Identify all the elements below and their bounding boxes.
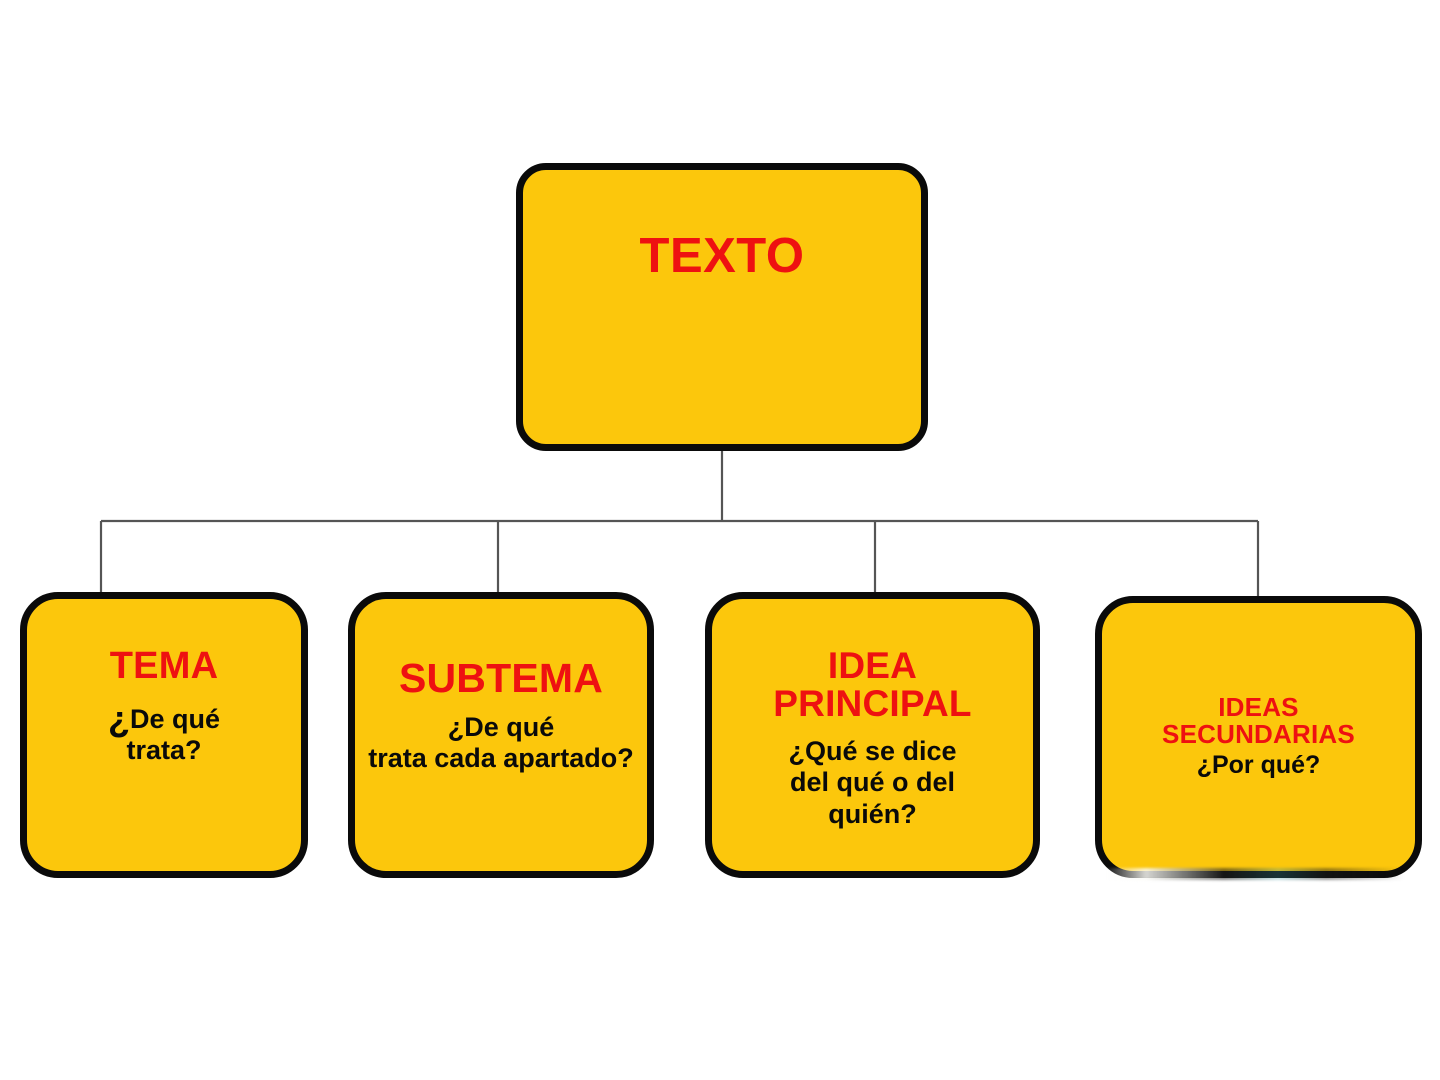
- node-ideas-secundarias-label-line2: SECUNDARIAS: [1162, 719, 1355, 749]
- node-texto[interactable]: TEXTO: [516, 163, 928, 451]
- node-idea-principal-question-line1: ¿Qué se dice: [788, 735, 957, 766]
- node-texto-label: TEXTO: [639, 229, 805, 283]
- node-tema-label: TEMA: [109, 645, 219, 687]
- node-idea-principal-question-line3: quién?: [828, 798, 917, 829]
- node-tema-question-line2: trata?: [126, 734, 202, 765]
- node-subtema-question-line2: trata cada apartado?: [368, 742, 634, 773]
- node-idea-principal-label-line2: PRINCIPAL: [773, 683, 972, 725]
- node-idea-principal-question-line2: del qué o del: [789, 767, 955, 798]
- node-idea-principal-label-line1: IDEA: [827, 645, 918, 686]
- inverted-question-mark-icon: ¿: [107, 697, 130, 739]
- node-tema-question-line1: De qué: [129, 703, 221, 734]
- node-ideas-secundarias-label-line1: IDEAS: [1218, 691, 1299, 722]
- node-ideas-secundarias-question: ¿Por qué?: [1196, 751, 1321, 780]
- node-subtema-label: SUBTEMA: [398, 655, 604, 701]
- node-subtema-question-line1: ¿De qué: [447, 711, 555, 742]
